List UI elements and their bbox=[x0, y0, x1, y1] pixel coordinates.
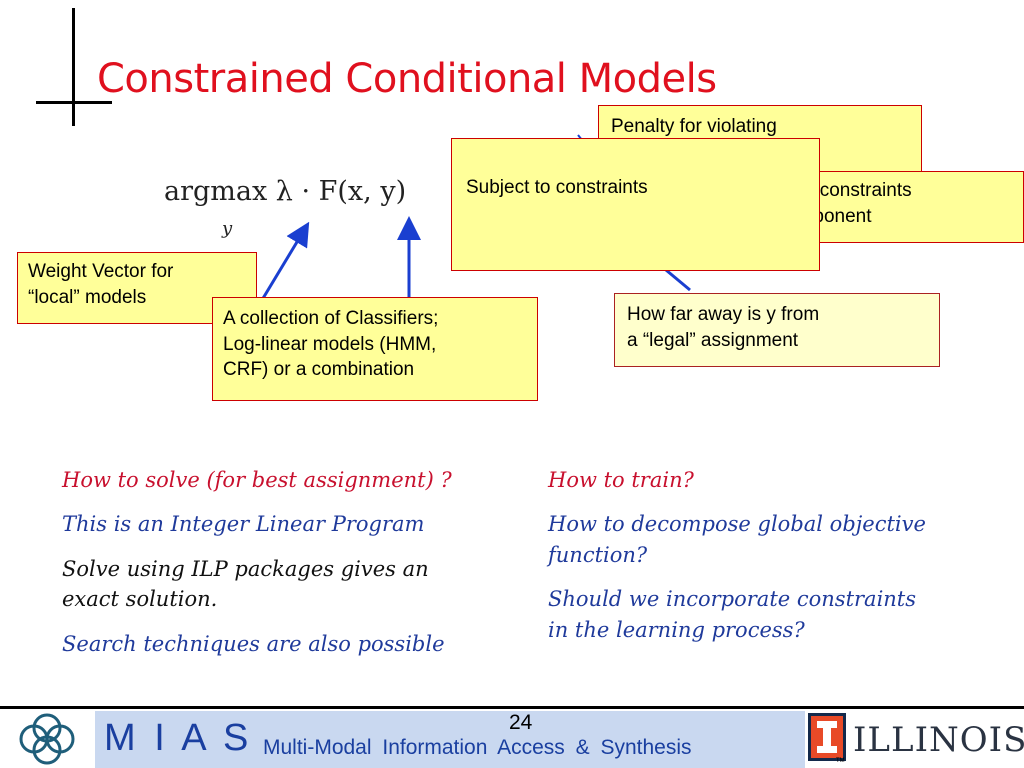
classifiers-line-3: CRF) or a combination bbox=[223, 359, 415, 381]
mias-logo-icon bbox=[19, 713, 75, 765]
argmax-formula: argmax λ · F(x, y) y bbox=[164, 176, 407, 239]
left-q3-line-1: Solve using ILP packages gives an bbox=[62, 556, 429, 581]
left-q4: Search techniques are also possible bbox=[62, 631, 445, 656]
right-q2-line-2: function? bbox=[548, 542, 648, 567]
arrow-weight-vector bbox=[260, 221, 310, 301]
right-q1: How to train? bbox=[548, 468, 694, 492]
left-q1: How to solve (for best assignment) ? bbox=[62, 468, 452, 492]
how-far-line-1: How far away is y from bbox=[627, 304, 820, 325]
classifiers-line-2: Log-linear models (HMM, bbox=[223, 333, 437, 355]
right-q3-line-1: Should we incorporate constraints bbox=[548, 587, 917, 612]
left-column: How to solve (for best assignment) ? Thi… bbox=[62, 465, 532, 659]
slide-title: Constrained Conditional Models bbox=[97, 56, 717, 102]
illinois-wordmark: ILLINOIS bbox=[853, 720, 1024, 760]
mias-fullname: Multi-Modal Information Access & Synthes… bbox=[263, 736, 692, 759]
right-q2-line-1: How to decompose global objective bbox=[548, 512, 926, 537]
soft-constraints-line-2: omponent bbox=[787, 205, 872, 227]
weight-vector-line-1: Weight Vector for bbox=[28, 261, 174, 282]
mias-banner bbox=[95, 711, 805, 768]
right-column: How to train? How to decompose global ob… bbox=[548, 465, 1008, 645]
soft-constraints-line-1: oft) constraints bbox=[787, 180, 912, 201]
weight-vector-line-2: “local” models bbox=[28, 286, 147, 308]
right-q3-line-2: in the learning process? bbox=[548, 617, 805, 642]
subject-to-text: Subject to constraints bbox=[466, 177, 648, 198]
how-far-callout: How far away is y from a “legal” assignm… bbox=[614, 293, 940, 367]
footer-rule bbox=[0, 706, 1024, 709]
subject-to-callout: Subject to constraints bbox=[451, 138, 820, 271]
trademark: TM bbox=[836, 758, 845, 764]
page-number: 24 bbox=[509, 711, 533, 734]
classifiers-callout: A collection of Classifiers; Log-linear … bbox=[212, 297, 538, 401]
title-vertical-rule bbox=[72, 8, 75, 126]
right-q3: Should we incorporate constraints in the… bbox=[548, 584, 1008, 645]
penalty-line-1: Penalty for violating bbox=[611, 116, 777, 137]
left-q3: Solve using ILP packages gives an exact … bbox=[62, 554, 532, 615]
title-horizontal-rule bbox=[36, 101, 112, 104]
mias-acronym: M I A S bbox=[104, 717, 253, 759]
illinois-block-i-icon bbox=[808, 713, 846, 761]
left-q2: This is an Integer Linear Program bbox=[62, 512, 425, 537]
right-q2: How to decompose global objective functi… bbox=[548, 509, 1008, 570]
left-q3-line-2: exact solution. bbox=[62, 587, 218, 612]
formula-main: argmax λ · F(x, y) bbox=[164, 176, 407, 207]
classifiers-line-1: A collection of Classifiers; bbox=[223, 308, 439, 329]
how-far-line-2: a “legal” assignment bbox=[627, 329, 799, 351]
formula-subscript: y bbox=[222, 218, 233, 239]
